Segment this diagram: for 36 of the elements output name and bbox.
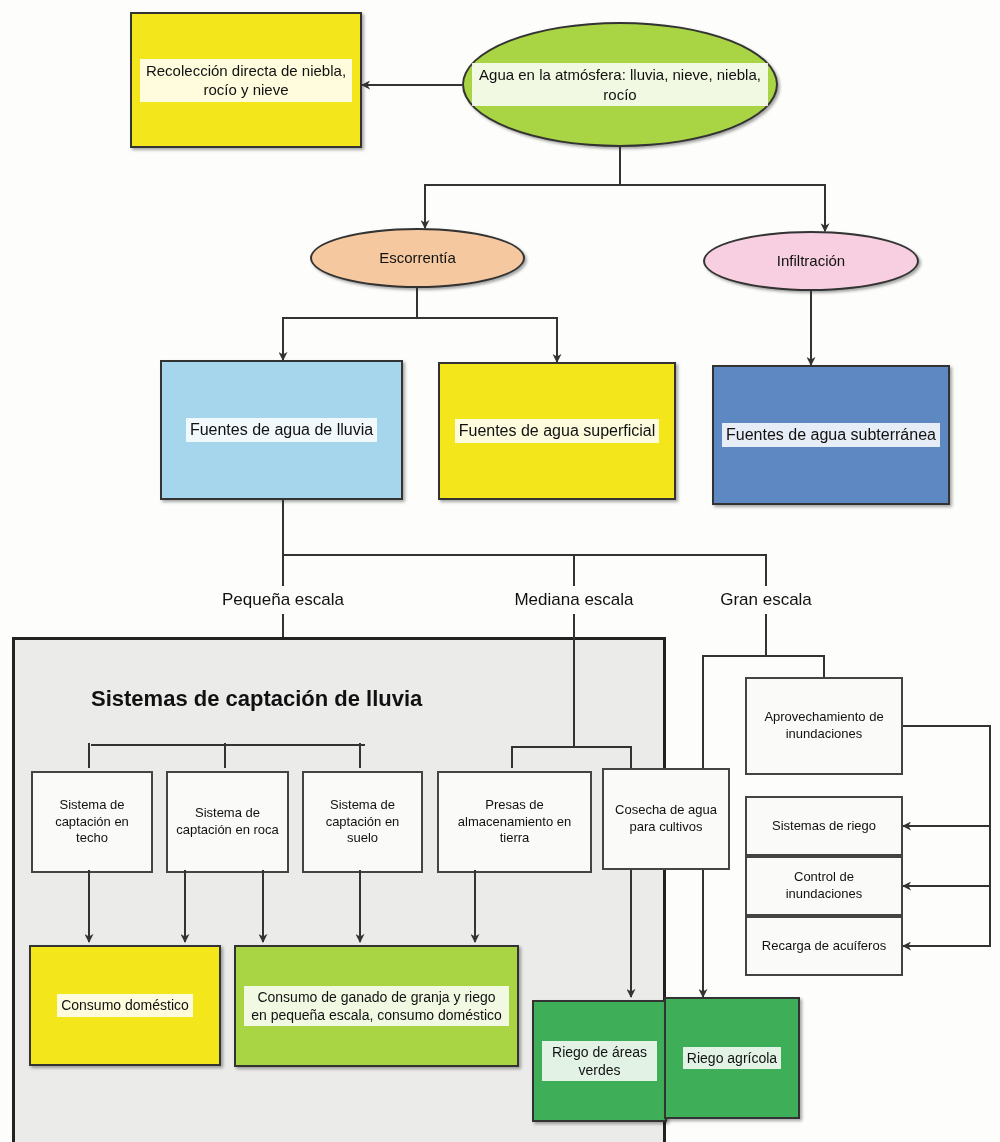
connector-arrow — [619, 146, 830, 233]
process-box: Sistema de captación en techo — [31, 771, 153, 873]
process-box: Fuentes de agua de lluvia — [160, 360, 403, 500]
connector-arrow — [470, 869, 480, 943]
process-box: Fuentes de agua subterránea — [712, 365, 950, 505]
ellipse-node: Escorrentía — [310, 228, 525, 288]
process-box: Riego de áreas verdes — [532, 1000, 667, 1122]
connector-arrow — [84, 869, 94, 943]
process-box: Consumo de ganado de granja y riego en pequeña escala, consumo doméstico — [234, 945, 519, 1067]
connector-arrow — [698, 869, 708, 998]
connector-arrow — [626, 869, 636, 998]
connector-arrow — [258, 869, 268, 943]
process-box: Aprovechamiento de inundaciones — [745, 677, 903, 775]
ellipse-node: Infiltración — [703, 231, 919, 291]
process-box: Sistema de captación en roca — [166, 771, 289, 873]
ellipse-node: Agua en la atmósfera: lluvia, nieve, niebla, rocío — [462, 22, 778, 147]
connector-arrow — [806, 290, 816, 366]
connector-arrow — [416, 287, 562, 363]
process-box: Presas de almacenamiento en tierra — [437, 771, 592, 873]
process-box: Consumo doméstico — [29, 945, 221, 1066]
branch-label: Mediana escala — [496, 586, 652, 614]
process-box: Riego agrícola — [664, 997, 800, 1119]
connector-arrow — [902, 725, 991, 951]
connector-arrow — [180, 869, 190, 943]
process-box: Sistema de captación en suelo — [302, 771, 423, 873]
process-box: Control de inundaciones — [745, 856, 903, 916]
process-box: Cosecha de agua para cultivos — [602, 768, 730, 870]
process-box: Fuentes de agua superficial — [438, 362, 676, 500]
branch-label: Gran escala — [712, 586, 820, 614]
connector-arrow — [361, 80, 463, 90]
connector-arrow — [355, 869, 365, 943]
process-box: Recarga de acuíferos — [745, 916, 903, 976]
process-box: Sistemas de riego — [745, 796, 903, 856]
branch-label: Pequeña escala — [196, 586, 370, 614]
panel-heading: Sistemas de captación de lluvia — [91, 686, 423, 712]
process-box: Recolección directa de niebla, rocío y nieve — [130, 12, 362, 148]
